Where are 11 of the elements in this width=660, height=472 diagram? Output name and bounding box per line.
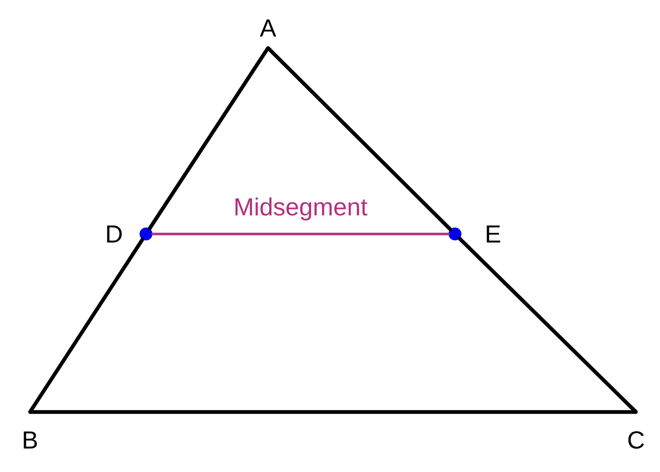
edge-label: Midsegment	[232, 196, 369, 222]
triangle-side	[28, 238, 144, 414]
vertex-label: A	[260, 20, 276, 36]
vertex-label: E	[486, 226, 500, 242]
vertex-label: B	[24, 432, 37, 448]
vertex-label: D	[107, 226, 122, 242]
vertex-label: C	[628, 431, 644, 449]
triangle-side	[148, 46, 270, 230]
triangle-side	[28, 410, 638, 414]
triangle-side	[266, 46, 452, 232]
segment	[151, 232, 450, 236]
